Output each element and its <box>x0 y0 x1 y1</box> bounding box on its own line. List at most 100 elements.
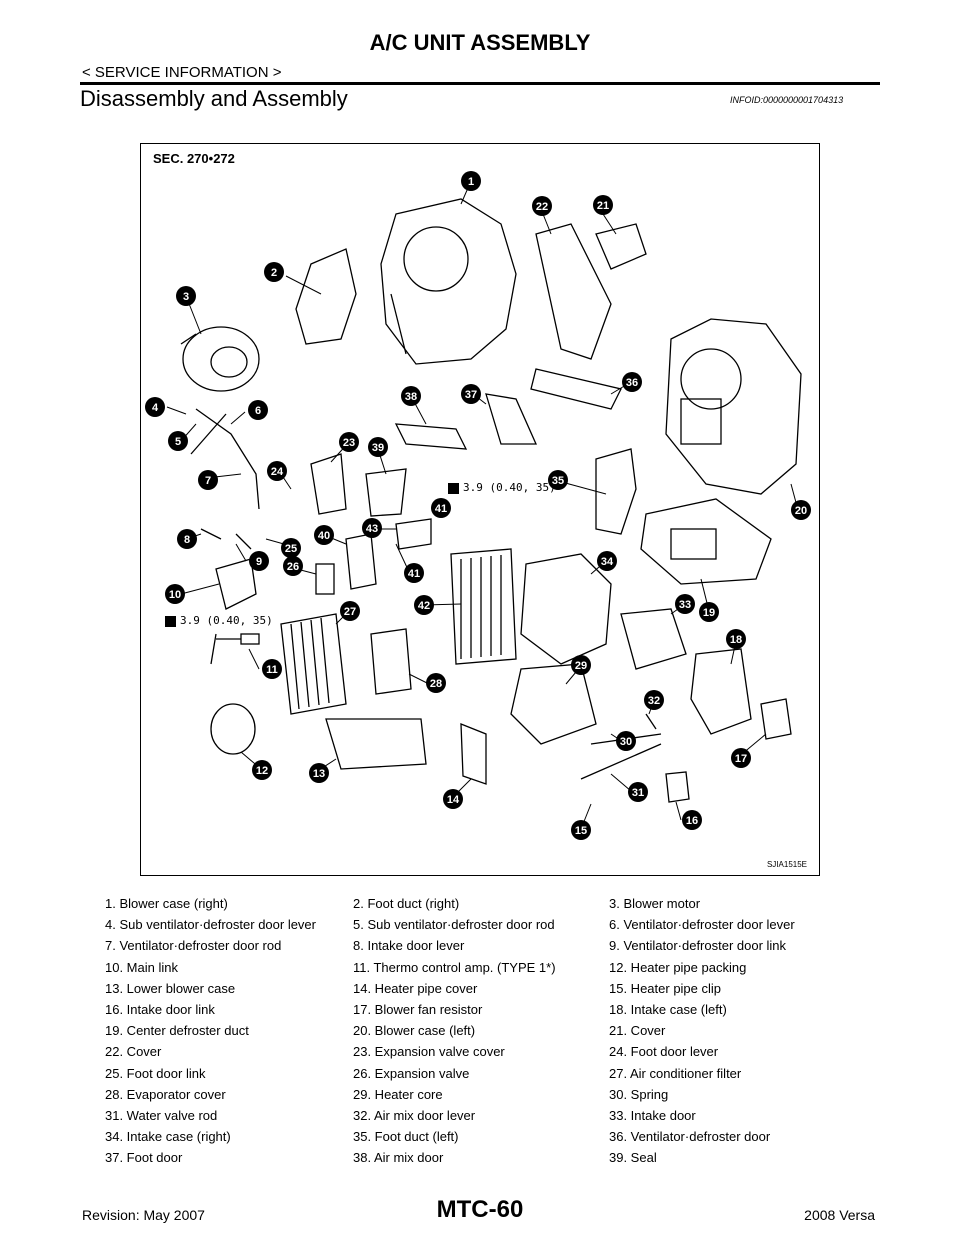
svg-text:36: 36 <box>626 377 638 389</box>
svg-text:26: 26 <box>287 561 299 573</box>
svg-text:35: 35 <box>552 475 564 487</box>
part-callout: 15 <box>571 820 591 840</box>
svg-text:15: 15 <box>575 825 587 837</box>
footer-revision: Revision: May 2007 <box>82 1207 205 1223</box>
svg-text:37: 37 <box>465 389 477 401</box>
parts-row: 28. Evaporator cover 29. Heater core 30. S… <box>105 1084 875 1105</box>
svg-text:29: 29 <box>575 660 587 672</box>
part-callout: 34 <box>597 551 617 571</box>
svg-text:13: 13 <box>313 768 325 780</box>
part-callout: 3 <box>176 286 196 306</box>
svg-text:38: 38 <box>405 391 417 403</box>
torque-spec-1: 3.9 (0.40, 35) <box>448 481 556 494</box>
part-callout: 12 <box>252 760 272 780</box>
part-callout: 7 <box>198 470 218 490</box>
parts-row: 13. Lower blower case 14. Heater pipe cov… <box>105 978 875 999</box>
part-callout: 39 <box>368 437 388 457</box>
part-entry: 12. Heater pipe packing <box>609 959 747 975</box>
part-entry: 8. Intake door lever <box>353 938 465 954</box>
svg-text:17: 17 <box>735 753 747 765</box>
parts-legend-table: 1. Blower case (right)2. Foot duct (righ… <box>105 893 875 1168</box>
part-entry: 37. Foot door <box>105 1150 183 1166</box>
part-entry: 22. Cover <box>105 1044 162 1060</box>
svg-text:20: 20 <box>795 505 807 517</box>
parts-row: 10. Main link 11. Thermo control amp. (TY… <box>105 957 875 978</box>
svg-text:6: 6 <box>255 405 261 417</box>
part-callout: 9 <box>249 551 269 571</box>
part-callout: 27 <box>340 601 360 621</box>
part-callout: 21 <box>593 195 613 215</box>
part-callout: 25 <box>281 538 301 558</box>
part-entry: 24. Foot door lever <box>609 1044 719 1060</box>
part-callout: 29 <box>571 655 591 675</box>
part-callout: 41 <box>431 498 451 518</box>
part-callout: 36 <box>622 372 642 392</box>
part-entry: 34. Intake case (right) <box>105 1129 231 1145</box>
svg-text:27: 27 <box>344 606 356 618</box>
svg-text:42: 42 <box>418 600 430 612</box>
part-callout: 17 <box>731 748 751 768</box>
part-entry: 13. Lower blower case <box>105 980 236 996</box>
part-entry: 33. Intake door <box>609 1107 696 1123</box>
torque-wrench-icon <box>165 615 176 627</box>
part-callout: 32 <box>644 690 664 710</box>
part-callout: 26 <box>283 556 303 576</box>
part-entry: 14. Heater pipe cover <box>353 980 478 996</box>
part-callout: 11 <box>262 659 282 679</box>
part-entry: 6. Ventilator·defroster door lever <box>609 917 795 933</box>
figure-section-label: SEC. 270•272 <box>153 151 235 166</box>
svg-text:40: 40 <box>318 530 330 542</box>
svg-text:41: 41 <box>435 503 447 515</box>
svg-text:32: 32 <box>648 695 660 707</box>
torque-wrench-icon <box>448 482 459 494</box>
part-entry: 10. Main link <box>105 959 178 975</box>
part-entry: 39. Seal <box>609 1150 657 1166</box>
part-callout: 33 <box>675 594 695 614</box>
part-entry: 21. Cover <box>609 1023 666 1039</box>
part-entry: 30. Spring <box>609 1086 669 1102</box>
part-callout: 31 <box>628 782 648 802</box>
part-entry: 29. Heater core <box>353 1086 443 1102</box>
svg-text:10: 10 <box>169 589 181 601</box>
torque-spec-2: 3.9 (0.40, 35) <box>165 614 273 627</box>
part-callout: 37 <box>461 384 481 404</box>
part-entry: 11. Thermo control amp. (TYPE 1*) <box>353 959 556 975</box>
svg-text:14: 14 <box>447 794 460 806</box>
part-callout: 30 <box>616 731 636 751</box>
svg-text:33: 33 <box>679 599 691 611</box>
part-callout: 35 <box>548 470 568 490</box>
header-divider <box>80 82 880 85</box>
part-entry: 28. Evaporator cover <box>105 1086 226 1102</box>
svg-text:9: 9 <box>256 556 262 568</box>
exploded-view-drawing: 1234567891011121314151617181920212223242… <box>145 171 811 840</box>
part-callout: 43 <box>362 518 382 538</box>
svg-text:18: 18 <box>730 634 742 646</box>
part-callout: 10 <box>165 584 185 604</box>
part-entry: 38. Air mix door <box>353 1150 444 1166</box>
svg-text:23: 23 <box>343 437 355 449</box>
svg-text:3: 3 <box>183 291 189 303</box>
svg-text:8: 8 <box>184 534 190 546</box>
part-entry: 3. Blower motor <box>609 896 701 912</box>
part-callout: 41 <box>404 563 424 583</box>
svg-text:41: 41 <box>408 568 420 580</box>
part-entry: 26. Expansion valve <box>353 1065 470 1081</box>
page-header-title: A/C UNIT ASSEMBLY <box>369 30 591 55</box>
part-callout: 5 <box>168 431 188 451</box>
part-callout: 13 <box>309 763 329 783</box>
svg-text:31: 31 <box>632 787 644 799</box>
svg-text:2: 2 <box>271 267 277 279</box>
part-entry: 36. Ventilator·defroster door <box>609 1129 771 1145</box>
svg-text:5: 5 <box>175 436 181 448</box>
part-callout: 22 <box>532 196 552 216</box>
part-callout: 40 <box>314 525 334 545</box>
page-header-subtitle: < SERVICE INFORMATION > <box>82 64 282 81</box>
part-entry: 20. Blower case (left) <box>353 1023 476 1039</box>
part-callout: 1 <box>461 171 481 191</box>
svg-text:16: 16 <box>686 815 698 827</box>
svg-text:28: 28 <box>430 678 442 690</box>
part-callout: 38 <box>401 386 421 406</box>
